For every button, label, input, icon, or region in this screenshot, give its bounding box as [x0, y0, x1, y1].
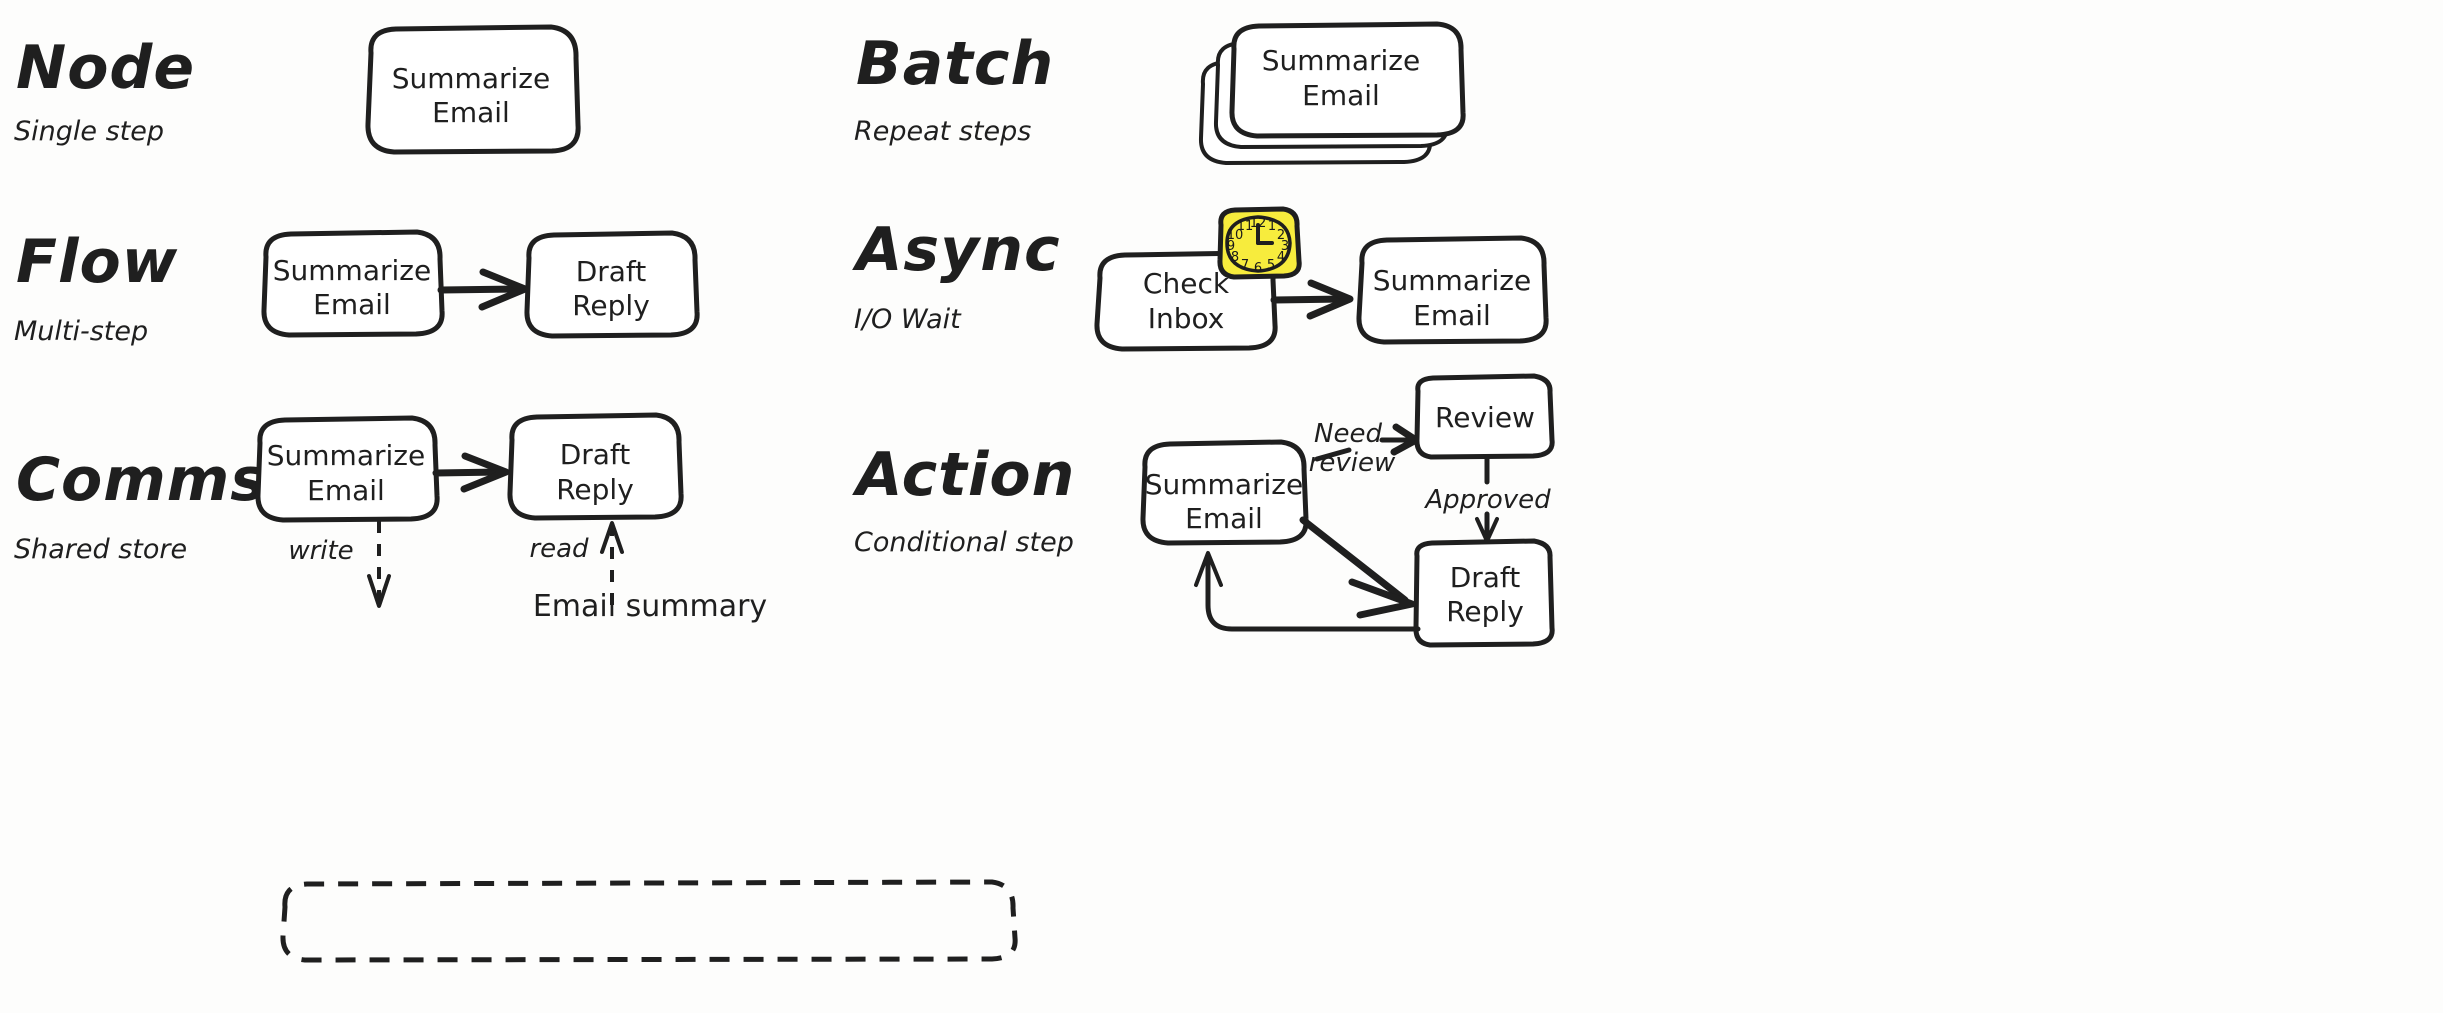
comms-edge-write: write	[288, 521, 391, 608]
node-label-line1: Check	[1143, 267, 1230, 300]
store-label: Email summary	[533, 589, 767, 624]
section-subtitle-async: I/O Wait	[854, 304, 962, 335]
edge-label-write: write	[288, 536, 353, 566]
action-edge-need-review: Need review	[1309, 419, 1420, 478]
section-subtitle-comms: Shared store	[14, 534, 187, 565]
clock-numeral-2: 2	[1277, 228, 1285, 243]
section-title-node: Node	[16, 33, 195, 103]
edge-label-need-review-line1: Need	[1314, 419, 1382, 449]
async-summarize-email-box[interactable]: Summarize Email	[1356, 235, 1549, 345]
node-label-line1: Summarize	[1145, 468, 1303, 501]
node-label-line2: Email	[1185, 502, 1263, 535]
node-label-line1: Draft	[1450, 561, 1521, 594]
clock-numeral-12: 12	[1250, 216, 1267, 231]
edge-label-need-review-line2: review	[1309, 448, 1396, 478]
section-title-comms: Comms	[16, 445, 267, 515]
node-summarize-email-box[interactable]: Summarize Email	[365, 24, 581, 155]
section-title-flow: Flow	[16, 227, 178, 297]
node-label-line2: Email	[1302, 79, 1380, 112]
comms-draft-reply-box[interactable]: Draft Reply	[507, 412, 684, 521]
comms-shared-store[interactable]: Email summary	[280, 589, 1018, 963]
node-label-line1: Review	[1435, 401, 1535, 434]
section-subtitle-batch: Repeat steps	[854, 116, 1031, 147]
clock-numeral-4: 4	[1277, 250, 1285, 265]
node-label-line1: Summarize	[1373, 264, 1531, 297]
node-label-line1: Draft	[576, 255, 647, 288]
section-action: Action Conditional step Summarize Email …	[852, 373, 1555, 648]
comms-summarize-email-box[interactable]: Summarize Email	[255, 415, 440, 523]
section-subtitle-action: Conditional step	[854, 527, 1074, 558]
flow-summarize-email-box[interactable]: Summarize Email	[261, 229, 445, 338]
edge-label-approved: Approved	[1423, 485, 1551, 515]
section-comms: Comms Shared store Summarize Email Draft…	[14, 412, 1018, 963]
node-label-line2: Email	[313, 288, 391, 321]
action-edge-summarize-to-draft	[1299, 516, 1416, 619]
section-subtitle-flow: Multi-step	[14, 316, 148, 347]
action-edge-approved: Approved	[1423, 455, 1551, 543]
node-label-line2: Inbox	[1148, 302, 1225, 335]
action-draft-reply-box[interactable]: Draft Reply	[1413, 538, 1555, 648]
flow-draft-reply-box[interactable]: Draft Reply	[524, 230, 700, 339]
comms-edge-summarize-to-draft	[432, 452, 510, 493]
node-label-line2: Reply	[1446, 595, 1524, 628]
clock-numeral-5: 5	[1267, 258, 1275, 273]
clock-numeral-11: 11	[1237, 219, 1254, 234]
clock-numeral-9: 9	[1227, 239, 1235, 254]
comms-edge-read: read	[529, 521, 624, 605]
node-label-line2: Reply	[572, 289, 650, 322]
clock-numeral-1: 1	[1268, 219, 1276, 234]
node-label-line1: Draft	[560, 438, 631, 471]
section-batch: Batch Repeat steps Summarize Email	[854, 21, 1466, 166]
edge-label-read: read	[529, 534, 589, 564]
section-title-action: Action	[852, 440, 1075, 510]
action-summarize-email-box[interactable]: Summarize Email	[1140, 439, 1309, 546]
action-review-box[interactable]: Review	[1414, 373, 1555, 460]
node-label-line1: Summarize	[273, 254, 431, 287]
section-async: Async I/O Wait Check Inbox Summarize Ema…	[852, 206, 1549, 352]
clock-numeral-6: 6	[1254, 261, 1262, 276]
flow-edge-summarize-to-draft	[437, 268, 529, 311]
node-label-line1: Summarize	[392, 62, 550, 95]
section-subtitle-node: Single step	[14, 116, 164, 147]
node-label-line2: Email	[307, 474, 385, 507]
batch-summarize-email-box[interactable]: Summarize Email	[1229, 21, 1466, 139]
clock-numeral-8: 8	[1231, 250, 1239, 265]
node-label-line1: Summarize	[267, 439, 425, 472]
action-edge-draft-to-summarize-loop	[1194, 551, 1421, 632]
clock-numeral-3: 3	[1281, 239, 1289, 254]
node-label-line2: Email	[1413, 299, 1491, 332]
section-title-batch: Batch	[856, 29, 1054, 99]
node-label-line1: Summarize	[1262, 44, 1420, 77]
section-node: Node Single step Summarize Email	[14, 24, 581, 155]
clock-icon: 12 1 2 3 4 5 6 7 8 9 10 11	[1217, 206, 1302, 280]
async-edge-check-to-summarize	[1270, 279, 1354, 320]
node-label-line2: Email	[432, 96, 510, 129]
node-label-line2: Reply	[556, 473, 634, 506]
section-flow: Flow Multi-step Summarize Email Draft Re…	[14, 227, 700, 347]
clock-numeral-10: 10	[1227, 228, 1244, 243]
clock-numeral-7: 7	[1241, 258, 1249, 273]
section-title-async: Async	[852, 215, 1061, 285]
